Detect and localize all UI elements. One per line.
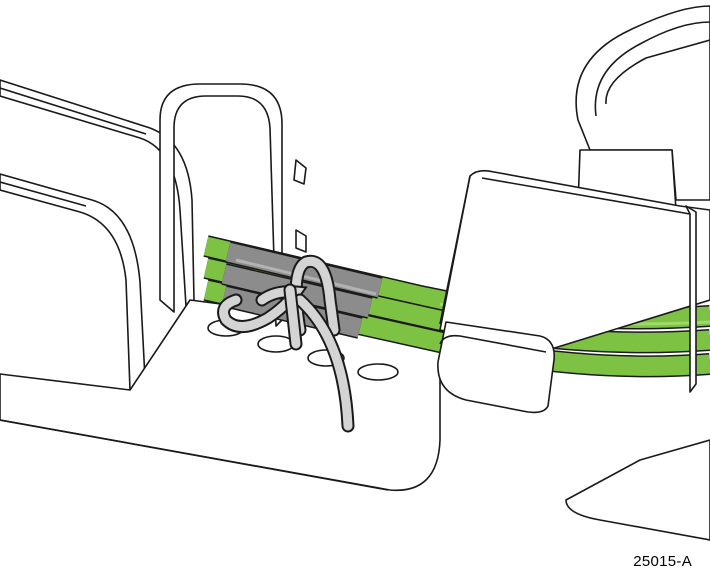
clip-wing (439, 169, 710, 351)
figure-id-label: 25015-A (633, 553, 692, 570)
slot-4 (357, 363, 399, 381)
post-side-tab (293, 159, 307, 185)
upper-rail-edge (0, 87, 147, 135)
lower-rail-edge (0, 181, 87, 207)
clip-wing-top-edge (481, 177, 691, 215)
routing-clip-icon (437, 169, 710, 414)
post-side-tab-lower (295, 229, 307, 253)
clip-front-cap-edge (439, 334, 547, 353)
spool-housing-ring (605, 39, 710, 105)
tie-end (285, 285, 301, 349)
lower-right-plate (565, 439, 710, 541)
tie-knot-icon (217, 254, 355, 433)
base-plate-lower-edge (0, 419, 389, 491)
lower-rail (0, 173, 147, 399)
clip-front-cap (437, 321, 556, 414)
slot-2 (257, 335, 295, 353)
clip-arm (685, 205, 697, 393)
tie-tail (295, 295, 353, 431)
sleeve-highlight (235, 258, 377, 296)
clip-wing-fold (439, 175, 471, 325)
spool-housing-inner (594, 21, 710, 117)
